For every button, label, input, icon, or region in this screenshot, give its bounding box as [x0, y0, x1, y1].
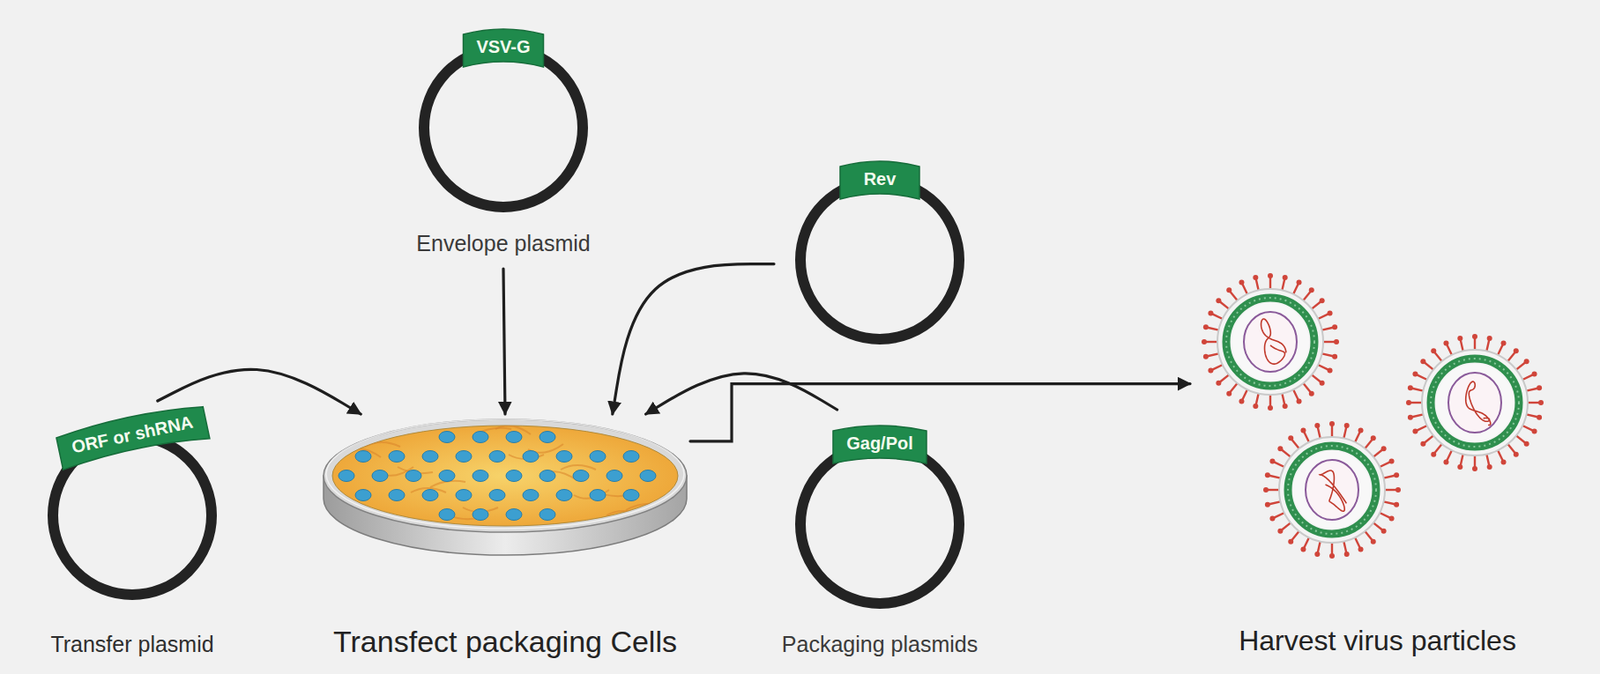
flow-arrow — [503, 268, 506, 415]
flow-arrow — [646, 373, 838, 415]
caption-label: Harvest virus particles — [1238, 624, 1517, 658]
plasmid-ring — [424, 48, 583, 208]
flow-arrow — [612, 264, 774, 415]
plasmid-ring — [800, 180, 960, 340]
caption-label: Transfer plasmid — [50, 631, 214, 659]
virus-particles: Harvest virus particles — [1190, 255, 1565, 657]
virus-particle — [1406, 334, 1544, 472]
envelope-plasmid: VSV-G Envelope plasmid — [397, 13, 610, 269]
virus-particle — [1263, 421, 1401, 559]
flow-arrow — [690, 384, 1191, 442]
plasmid-banner — [840, 161, 920, 200]
plasmid-banner — [833, 425, 927, 464]
dish-rim — [323, 419, 687, 533]
banner-shape — [840, 161, 920, 200]
packaging-dish: Transfect packaging Cells — [320, 414, 691, 662]
cell-layer — [332, 425, 678, 527]
plasmid-banner — [463, 29, 544, 67]
rev-plasmid: Rev — [773, 145, 986, 350]
banner-label: Gag/Pol — [846, 431, 914, 455]
caption-label: Packaging plasmids — [781, 631, 978, 659]
caption-label: Transfect packaging Cells — [333, 624, 678, 660]
banner-shape — [833, 425, 927, 464]
virus-particles-art — [1190, 255, 1565, 657]
virus-particle — [1201, 273, 1340, 411]
banner-label: Rev — [863, 167, 897, 191]
transfer-plasmid: ORF or shRNATransfer plasmid — [26, 401, 239, 662]
caption-label: Envelope plasmid — [416, 230, 590, 258]
plasmid-banner — [55, 401, 210, 470]
packaging-dish-art — [320, 414, 691, 662]
banner-shape — [55, 401, 210, 470]
banner-shape — [463, 29, 544, 67]
packaging-plasmid: Gag/PolPackaging plasmids — [773, 409, 987, 670]
banner-label: VSV-G — [476, 35, 530, 59]
plasmid-ring — [800, 445, 960, 604]
